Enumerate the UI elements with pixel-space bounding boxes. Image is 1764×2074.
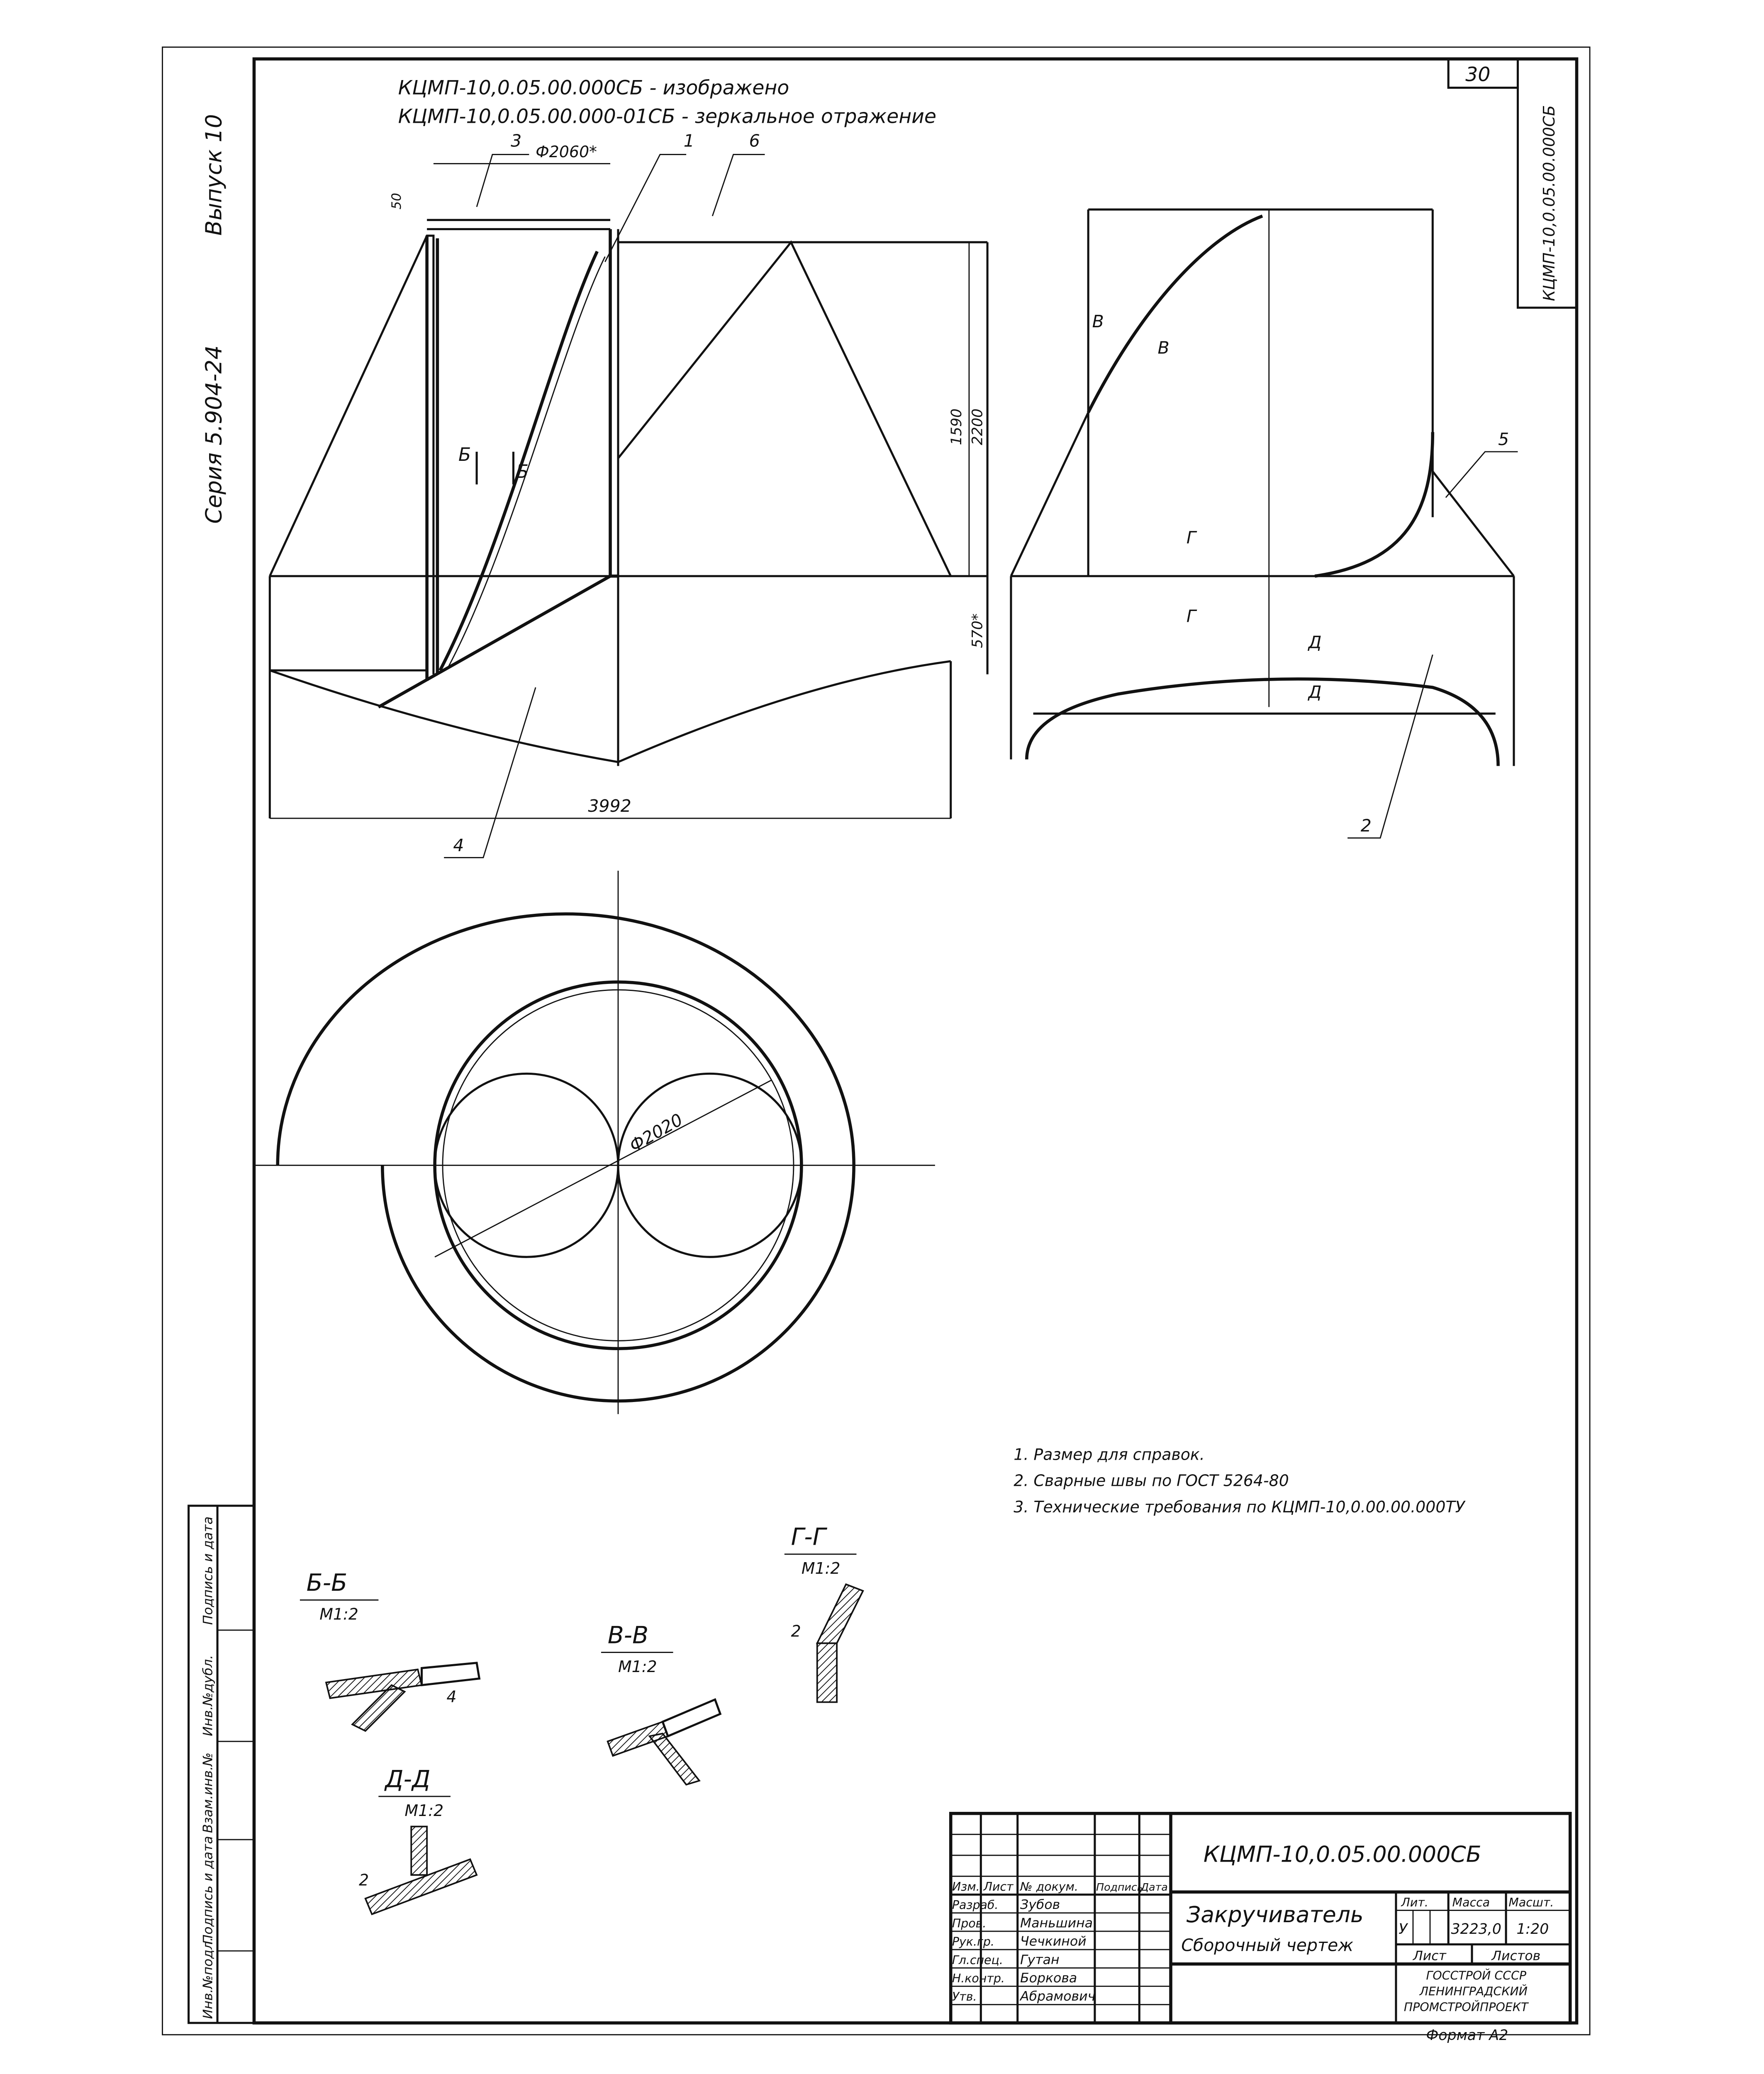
- svg-text:Б: Б: [516, 461, 529, 482]
- svg-text:5: 5: [1498, 429, 1509, 449]
- svg-text:Б: Б: [458, 444, 471, 465]
- svg-text:Лит.: Лит.: [1401, 1896, 1428, 1909]
- svg-text:Д-Д: Д-Д: [384, 1766, 430, 1793]
- svg-text:Инв.№дубл.: Инв.№дубл.: [200, 1655, 215, 1736]
- svg-text:6: 6: [749, 131, 760, 151]
- svg-text:Лист: Лист: [1413, 1948, 1447, 1963]
- svg-text:4: 4: [446, 1688, 456, 1706]
- svg-text:Разраб.: Разраб.: [952, 1898, 999, 1912]
- svg-text:Г: Г: [1187, 528, 1197, 548]
- outer-frame: [162, 46, 1591, 2035]
- notes: 1. Размер для справок. 2. Сварные швы по…: [1014, 1446, 1466, 1516]
- header-line-2: КЦМП-10,0.05.00.000-01СБ - зеркальное от…: [398, 105, 936, 128]
- svg-text:Утв.: Утв.: [952, 1990, 977, 2003]
- series-label: Серия 5.904-24: [201, 346, 227, 524]
- section-gg: Г-Г М1:2 2: [784, 1524, 864, 1703]
- svg-text:1590: 1590: [948, 409, 965, 445]
- svg-text:М1:2: М1:2: [802, 1559, 841, 1577]
- svg-text:Масса: Масса: [1452, 1896, 1490, 1909]
- svg-text:570*: 570*: [969, 613, 986, 648]
- svg-text:Изм.: Изм.: [952, 1880, 980, 1894]
- svg-text:3: 3: [511, 131, 521, 151]
- inner-frame: [252, 57, 1579, 2025]
- svg-text:Н.контр.: Н.контр.: [952, 1972, 1005, 1985]
- svg-text:1:20: 1:20: [1516, 1921, 1549, 1938]
- header-line-1: КЦМП-10,0.05.00.000СБ - изображено: [398, 76, 789, 99]
- svg-text:3992: 3992: [588, 796, 631, 816]
- front-view: 3992 Ф2060* 50 1590 2200 570* 3 1 6 4 Б …: [268, 131, 989, 858]
- svg-text:Взам.инв.№: Взам.инв.№: [200, 1753, 215, 1833]
- svg-text:1: 1: [684, 131, 694, 151]
- svg-text:Гутан: Гутан: [1020, 1952, 1060, 1967]
- svg-text:2. Сварные швы по ГОСТ 5264-80: 2. Сварные швы по ГОСТ 5264-80: [1014, 1472, 1289, 1490]
- svg-text:3. Технические требования по К: 3. Технические требования по КЦМП-10,0.0…: [1014, 1498, 1466, 1516]
- svg-text:КЦМП-10,0.05.00.000СБ: КЦМП-10,0.05.00.000СБ: [1540, 105, 1558, 301]
- svg-text:3223,0: 3223,0: [1451, 1921, 1501, 1938]
- svg-text:Боркова: Боркова: [1020, 1971, 1077, 1986]
- top-right-stamp: 30 КЦМП-10,0.05.00.000СБ: [1447, 58, 1578, 309]
- svg-text:Абрамович: Абрамович: [1019, 1989, 1095, 2004]
- svg-text:Ф2020: Ф2020: [626, 1110, 686, 1156]
- left-stamp: Инв.№подл. Подпись и дата Взам.инв.№ Инв…: [188, 1504, 255, 2024]
- svg-text:Формат А2: Формат А2: [1426, 2027, 1508, 2044]
- svg-text:2: 2: [359, 1871, 369, 1889]
- svg-text:1. Размер для справок.: 1. Размер для справок.: [1014, 1446, 1205, 1464]
- svg-text:2200: 2200: [969, 409, 986, 445]
- svg-text:Г-Г: Г-Г: [791, 1524, 828, 1551]
- section-vv: В-В М1:2: [601, 1621, 722, 1786]
- section-bb: Б-Б М1:2 4: [300, 1569, 481, 1732]
- svg-text:Чечкиной: Чечкиной: [1020, 1934, 1087, 1949]
- side-view: В В Г Г Д Д 5 2: [1010, 208, 1518, 839]
- svg-text:КЦМП-10,0.05.00.000СБ: КЦМП-10,0.05.00.000СБ: [1204, 1841, 1481, 1867]
- svg-text:Дата: Дата: [1140, 1881, 1167, 1893]
- svg-text:Сборочный чертеж: Сборочный чертеж: [1181, 1935, 1353, 1955]
- svg-text:М1:2: М1:2: [319, 1605, 358, 1624]
- svg-text:Подпись и дата: Подпись и дата: [200, 1836, 215, 1944]
- svg-text:Инв.№подл.: Инв.№подл.: [200, 1937, 215, 2019]
- svg-text:Зубов: Зубов: [1020, 1897, 1060, 1912]
- svg-text:Рук.гр.: Рук.гр.: [952, 1935, 994, 1949]
- svg-text:В: В: [1092, 312, 1104, 331]
- svg-text:2: 2: [791, 1622, 801, 1641]
- svg-text:Д: Д: [1307, 682, 1321, 702]
- svg-text:Подпись: Подпись: [1096, 1881, 1143, 1893]
- svg-text:У: У: [1399, 1921, 1408, 1938]
- svg-text:Гл.спец.: Гл.спец.: [952, 1953, 1003, 1967]
- svg-text:М1:2: М1:2: [404, 1801, 443, 1820]
- svg-text:ПРОМСТРОЙПРОЕКТ: ПРОМСТРОЙПРОЕКТ: [1404, 2000, 1529, 2014]
- issue-label: Выпуск 10: [201, 114, 227, 236]
- svg-text:Листов: Листов: [1491, 1948, 1540, 1963]
- svg-text:Ф2060*: Ф2060*: [536, 143, 597, 161]
- svg-text:2: 2: [1361, 815, 1372, 835]
- svg-text:Подпись и дата: Подпись и дата: [200, 1517, 215, 1625]
- svg-text:ЛЕНИНГРАДСКИЙ: ЛЕНИНГРАДСКИЙ: [1419, 1984, 1528, 1999]
- svg-text:Масшт.: Масшт.: [1508, 1896, 1554, 1909]
- section-dd: Д-Д М1:2 2: [359, 1766, 478, 1916]
- plan-view: Ф2020: [254, 871, 935, 1414]
- svg-text:М1:2: М1:2: [618, 1658, 657, 1676]
- svg-text:Г: Г: [1187, 606, 1197, 626]
- svg-text:Закручиватель: Закручиватель: [1187, 1901, 1364, 1928]
- svg-text:ГОССТРОЙ СССР: ГОССТРОЙ СССР: [1426, 1969, 1527, 1983]
- svg-text:Пров.: Пров.: [952, 1916, 986, 1930]
- svg-text:4: 4: [453, 835, 464, 855]
- svg-text:В-В: В-В: [608, 1621, 648, 1649]
- svg-text:№ докум.: № докум.: [1019, 1880, 1078, 1894]
- svg-text:Б-Б: Б-Б: [307, 1569, 347, 1597]
- svg-text:Д: Д: [1307, 632, 1321, 652]
- svg-text:Маньшина: Маньшина: [1020, 1916, 1093, 1930]
- svg-text:В: В: [1157, 338, 1169, 358]
- svg-text:Лист: Лист: [983, 1880, 1014, 1894]
- svg-text:50: 50: [389, 193, 404, 209]
- title-block: Изм. Лист № докум. Подпись Дата Разраб. З…: [949, 1812, 1572, 2044]
- svg-text:30: 30: [1465, 63, 1490, 86]
